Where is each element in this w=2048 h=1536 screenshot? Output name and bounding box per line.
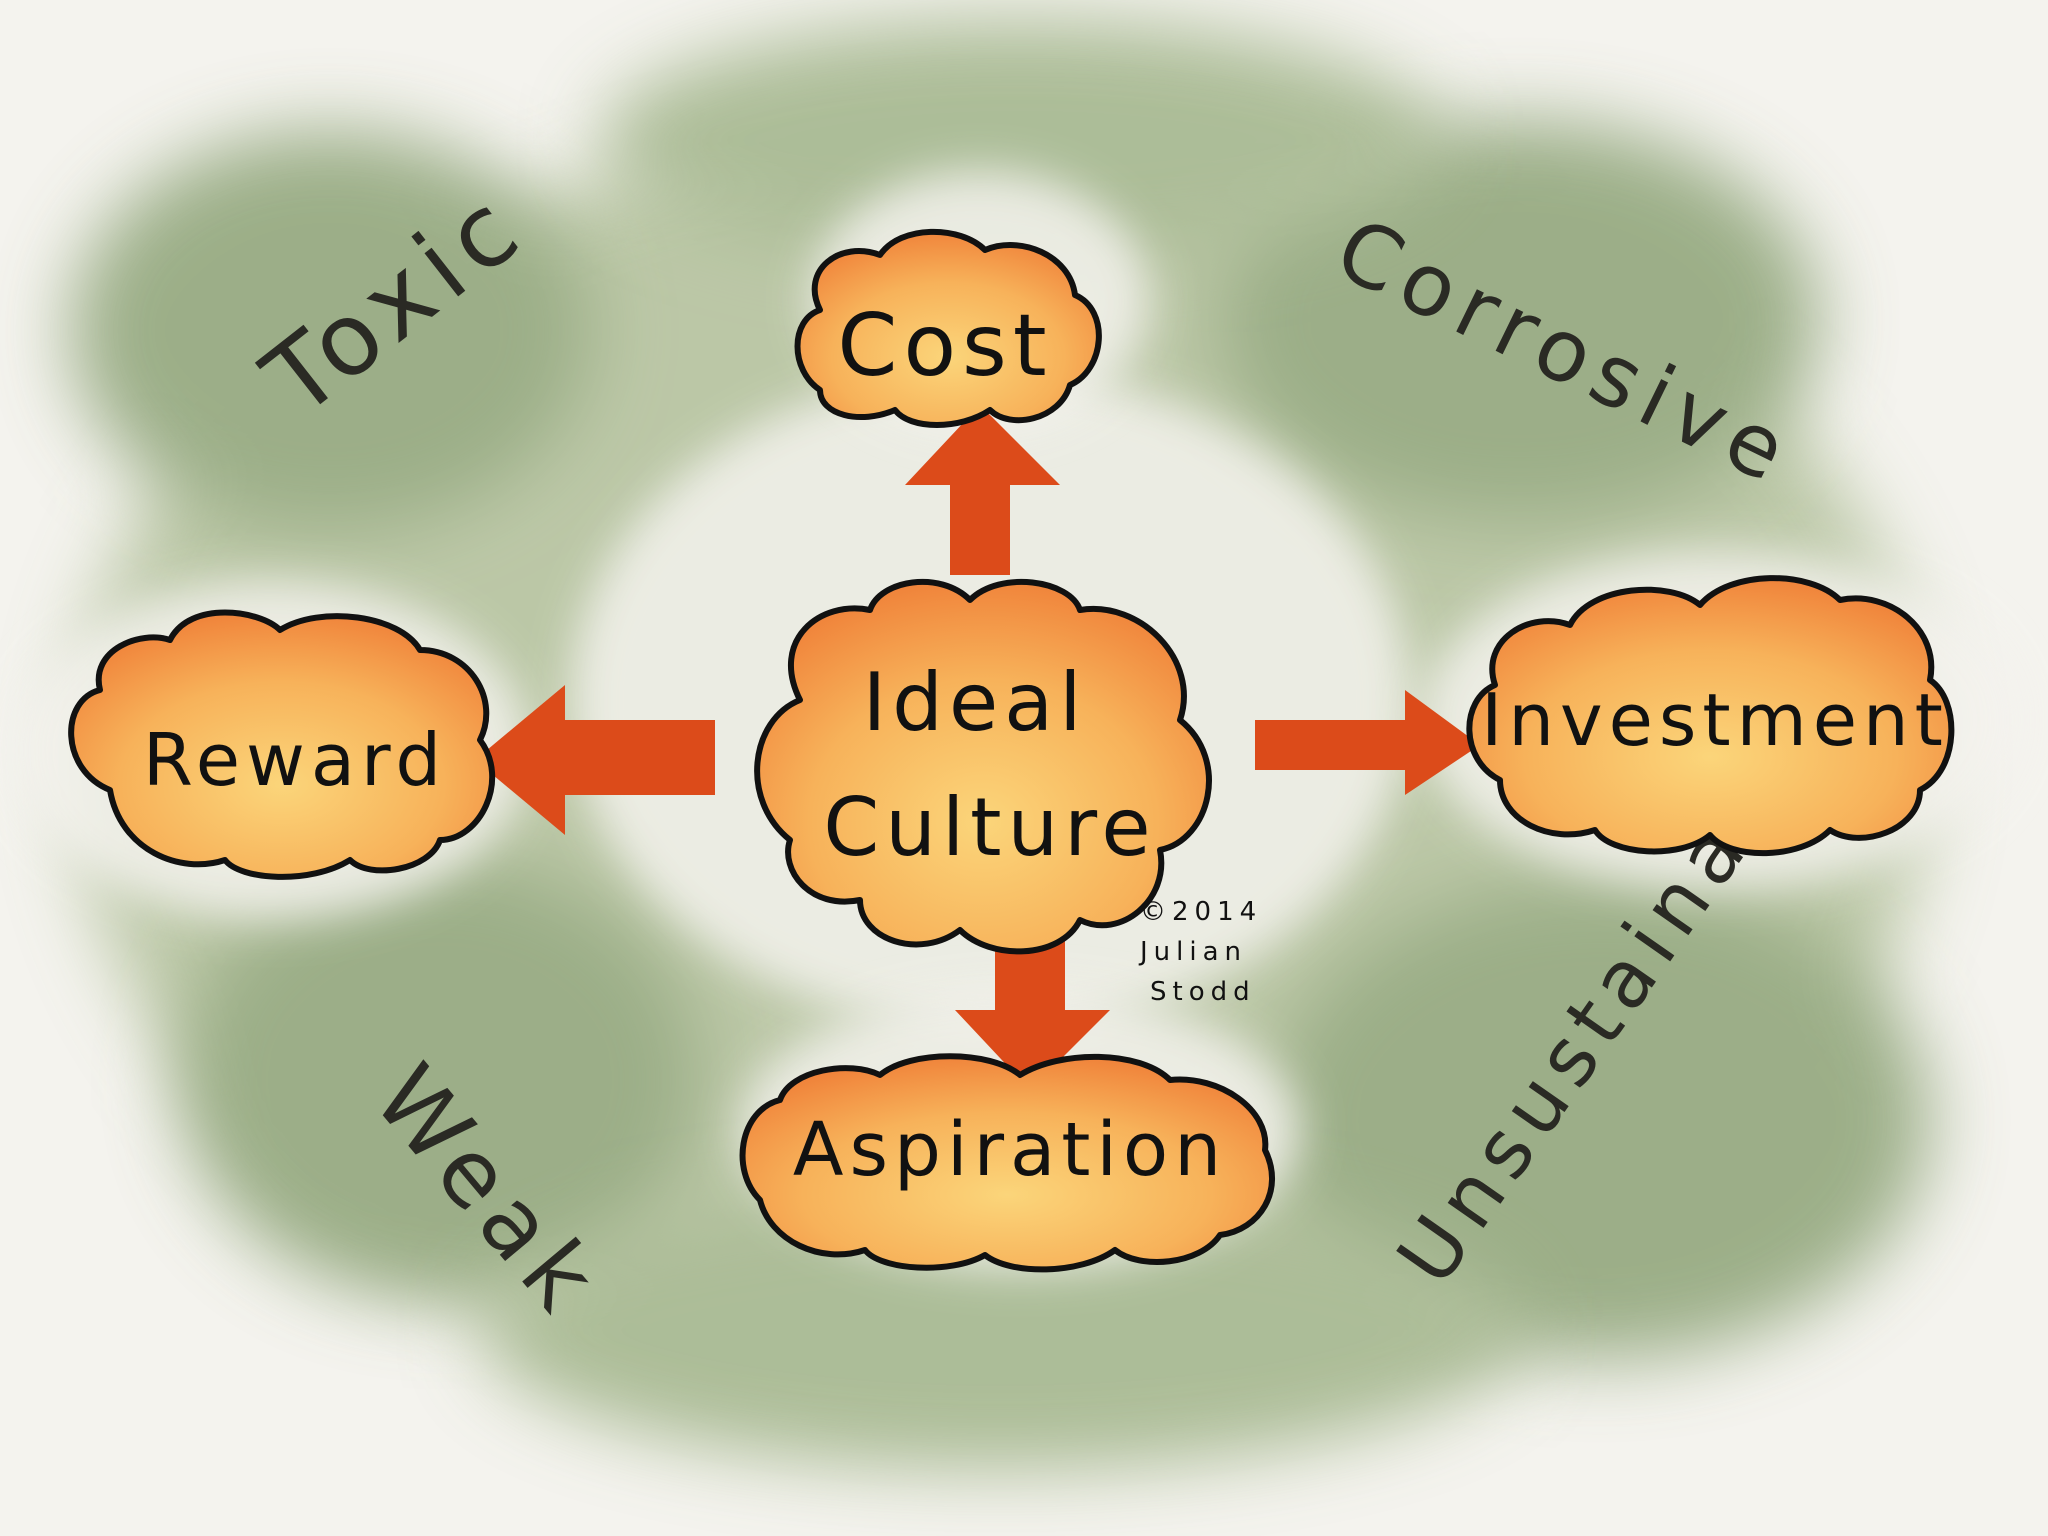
node-label-cost: Cost (837, 296, 1052, 396)
arrow-right (1255, 690, 1480, 795)
arrow-down (955, 920, 1110, 1090)
center-label-line1: Ideal (863, 656, 1088, 749)
arrow-up (905, 405, 1060, 575)
credit-line3: Stodd (1150, 977, 1256, 1007)
cloud-aspiration (739, 1053, 1276, 1273)
node-label-reward: Reward (143, 718, 447, 802)
center-label-line2: Culture (823, 781, 1156, 874)
node-label-aspiration: Aspiration (793, 1107, 1227, 1193)
credit-line2: Julian (1138, 937, 1247, 967)
node-label-investment: Investment (1481, 678, 1949, 762)
cloud-cost (794, 228, 1102, 428)
arrow-left (475, 685, 715, 835)
cloud-reward (68, 609, 496, 880)
cloud-investment (1466, 575, 1955, 857)
credit: ©2014 Julian Stodd (1138, 897, 1262, 1007)
cloud-center (754, 578, 1212, 955)
credit-line1: ©2014 (1140, 897, 1262, 927)
